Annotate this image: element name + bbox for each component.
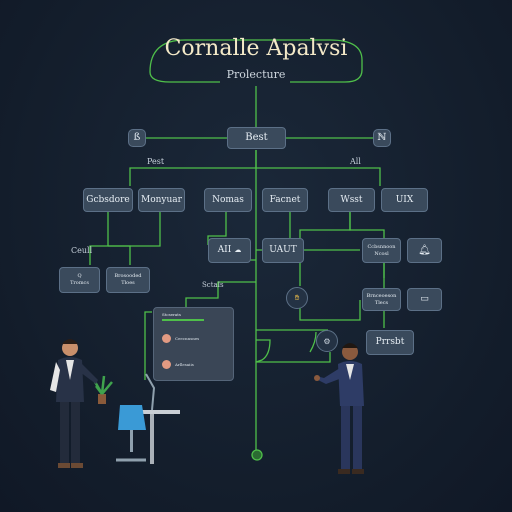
root-right-icon: ℕ: [377, 132, 387, 143]
monitor-icon: ▭: [420, 294, 429, 304]
gear-node[interactable]: ⚙: [316, 330, 338, 352]
panel-row-1-text: Ceecnnsnes: [175, 336, 200, 341]
right-node-1-line2: Ncosl: [374, 250, 389, 257]
branch-label-right: All: [350, 157, 361, 166]
person-at-desk-illustration: [50, 339, 180, 468]
small-box-1[interactable]: Q Tromcs: [59, 267, 100, 293]
monitor-icon-box[interactable]: ▭: [407, 288, 442, 311]
ai-node[interactable]: AII ☁: [208, 238, 251, 263]
level2-node-6[interactable]: UIX: [381, 188, 428, 212]
small-box-2-line1: Brosooded: [114, 273, 142, 279]
right-node-2[interactable]: Brnceoeson Tlecs: [362, 288, 401, 311]
panel-row-1[interactable]: Ceecnnsnes: [162, 334, 199, 343]
level2-node-4[interactable]: Facnet: [262, 188, 308, 212]
right-node-1[interactable]: Ccbsnnoon Ncosl: [362, 238, 401, 263]
bell-icon-box[interactable]: 🔔︎: [407, 238, 442, 263]
branch-label-left: Pest: [147, 157, 165, 166]
mid-label: Sctals: [202, 281, 224, 289]
diagram-title: Cornalle Apalvsi: [164, 36, 348, 61]
small-box-1-line1: Q: [77, 273, 82, 279]
prrsbt-node[interactable]: Prrsbt: [366, 330, 414, 355]
lightbulb-node[interactable]: ✋︎: [286, 287, 308, 309]
panel-row-2-text: Arllesaiis: [175, 362, 194, 367]
level2-node-3[interactable]: Nomas: [204, 188, 252, 212]
level2-node-1[interactable]: Gcbsdore: [83, 188, 133, 212]
gear-icon: ⚙: [323, 336, 331, 346]
side-label-left: Ceull: [71, 246, 93, 255]
avatar-icon: [162, 334, 171, 343]
bell-icon: 🔔︎: [418, 244, 431, 256]
panel-row-2[interactable]: Arllesaiis: [162, 360, 194, 369]
small-box-2[interactable]: Brosooded Tloes: [106, 267, 150, 293]
lightbulb-icon: ✋︎: [294, 293, 300, 302]
root-left-icon-box[interactable]: ß: [128, 129, 146, 147]
small-box-1-line2: Tromcs: [70, 280, 89, 286]
diagram-subtitle: Prolecture: [226, 68, 286, 81]
info-panel[interactable]: Stcserats Ceecnnsnes Arllesaiis: [153, 307, 234, 381]
small-box-2-line2: Tloes: [121, 280, 135, 286]
ai-node-label: AII: [217, 245, 232, 255]
panel-header-bar: [162, 319, 204, 321]
uaut-node[interactable]: UAUT: [262, 238, 304, 263]
cloud-icon: ☁: [234, 246, 242, 254]
root-node-label: Best: [245, 132, 268, 143]
level2-node-5[interactable]: Wsst: [328, 188, 375, 212]
root-right-icon-box[interactable]: ℕ: [373, 129, 391, 147]
level2-node-2[interactable]: Monyuar: [138, 188, 185, 212]
presenter-illustration: [314, 343, 364, 474]
right-node-2-line1: Brnceoeson: [366, 292, 397, 299]
panel-header: Stcserats: [162, 312, 181, 317]
root-node[interactable]: Best: [227, 127, 286, 149]
right-node-1-line1: Ccbsnnoon: [367, 243, 396, 250]
avatar-icon: [162, 360, 171, 369]
root-left-icon: ß: [133, 132, 141, 143]
location-pin-icon: [253, 450, 261, 458]
right-node-2-line2: Tlecs: [374, 299, 389, 306]
